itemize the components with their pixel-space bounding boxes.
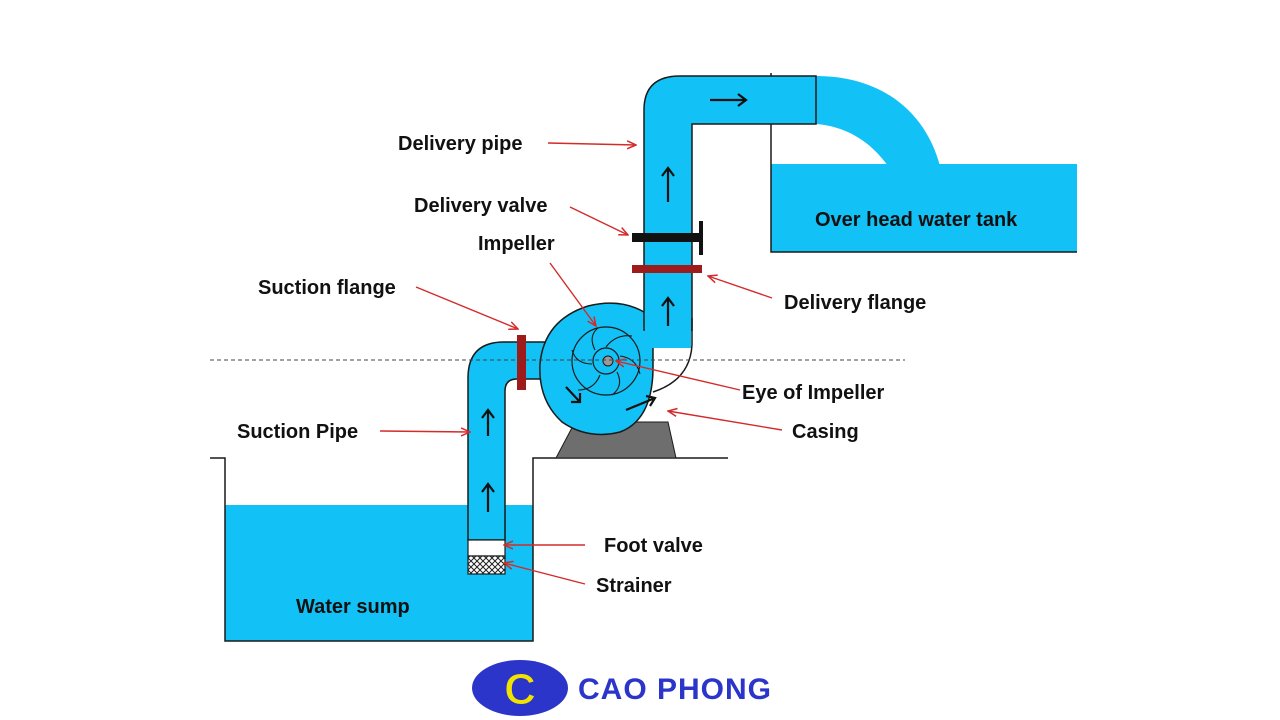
- flow-arrow-up-delivery-lower: [661, 296, 675, 326]
- label-delivery-flange: Delivery flange: [784, 292, 926, 314]
- delivery-flange: [632, 265, 702, 273]
- brand-name: CAO PHONG: [578, 673, 772, 706]
- impeller-vanes: [571, 327, 641, 396]
- impeller: [571, 326, 641, 396]
- label-delivery-pipe: Delivery pipe: [398, 133, 523, 155]
- leader-arrows: [379, 143, 783, 585]
- leader-casing: [668, 411, 783, 431]
- flow-arrow-right-top: [710, 93, 748, 107]
- label-strainer: Strainer: [596, 575, 672, 597]
- flow-arrow-up-suction-upper: [481, 408, 495, 436]
- brand-logo: C CAO PHONG: [472, 660, 772, 716]
- leader-delivery-valve: [569, 206, 628, 235]
- leader-impeller: [549, 262, 596, 326]
- label-foot-valve: Foot valve: [604, 535, 703, 557]
- leader-suction-pipe: [379, 431, 470, 432]
- leader-suction-flange: [415, 286, 518, 329]
- strainer: [467, 555, 506, 575]
- leader-eye-of-impeller: [616, 361, 741, 391]
- foot-valve: [467, 539, 506, 557]
- leader-strainer: [504, 563, 586, 585]
- label-delivery-valve: Delivery valve: [414, 195, 547, 217]
- flow-arrow-casing-right: [625, 394, 657, 412]
- water-stream: [816, 76, 940, 166]
- overhead-tank: [770, 73, 1077, 253]
- label-suction-flange: Suction flange: [258, 277, 396, 299]
- casing-neck-outline: [652, 318, 693, 393]
- delivery-valve-handle: [699, 221, 703, 255]
- label-impeller: Impeller: [478, 233, 555, 255]
- delivery-valve: [632, 233, 702, 242]
- leader-delivery-flange: [708, 276, 773, 299]
- flow-arrow-up-delivery-upper: [661, 166, 675, 202]
- label-over-head-tank: Over head water tank: [815, 209, 1018, 231]
- tank-walls: [770, 73, 1077, 253]
- label-water-sump: Water sump: [296, 596, 410, 618]
- tank-water: [771, 164, 1077, 252]
- brand-logo-ellipse: [472, 660, 568, 716]
- flow-arrow-up-suction-lower: [481, 482, 495, 512]
- leader-delivery-pipe: [547, 143, 636, 145]
- flow-arrows: [481, 93, 748, 512]
- suction-flange: [517, 335, 526, 390]
- impeller-eye: [602, 355, 614, 367]
- label-suction-pipe: Suction Pipe: [237, 421, 358, 443]
- label-casing: Casing: [792, 421, 859, 443]
- label-eye-of-impeller: Eye of Impeller: [742, 382, 884, 404]
- brand-logo-letter: C: [504, 665, 536, 714]
- flow-arrow-casing-down: [565, 386, 582, 404]
